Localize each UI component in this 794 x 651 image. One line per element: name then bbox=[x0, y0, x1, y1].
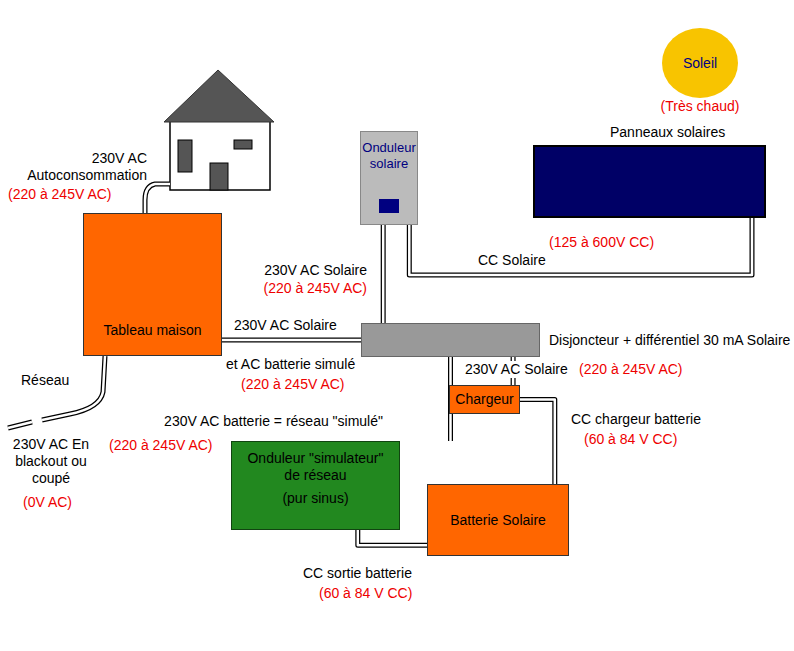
node-text: Soleil bbox=[683, 55, 717, 72]
voltage-range: (60 à 84 V CC) bbox=[318, 585, 413, 602]
voltage-range: (220 à 245V AC) bbox=[7, 186, 113, 203]
cable-stroke bbox=[409, 218, 752, 275]
node-text: Onduleur solaire bbox=[362, 140, 415, 171]
node-caption: (Très chaud) bbox=[661, 98, 740, 115]
cable-core bbox=[145, 184, 170, 213]
edge-label: CC sortie batterie bbox=[302, 565, 413, 582]
house-window bbox=[178, 140, 192, 172]
house-roof bbox=[164, 70, 274, 122]
voltage-range: (220 à 245V AC) bbox=[578, 361, 684, 378]
inverter-display bbox=[379, 199, 399, 213]
voltage-range: (220 à 245V AC) bbox=[108, 437, 214, 454]
cable-connector bbox=[383, 225, 384, 323]
cable-stroke bbox=[382, 225, 385, 323]
edge-label: 230V AC Solaire bbox=[464, 361, 569, 378]
wire-label: et AC batterie simulé bbox=[225, 356, 356, 373]
house-door bbox=[210, 163, 228, 190]
sun-circle: Soleil(Très chaud) bbox=[662, 28, 738, 98]
solar-inverter: Onduleur solaire bbox=[360, 131, 418, 225]
voltage-range: (0V AC) bbox=[22, 494, 73, 511]
node-caption: Panneaux solaires bbox=[610, 124, 725, 141]
node-text: Onduleur "simulateur" de réseau bbox=[240, 450, 391, 484]
cable-stroke bbox=[520, 400, 555, 485]
grid-simulator-inverter: Onduleur "simulateur" de réseau (pur sinu… bbox=[231, 441, 400, 530]
wire-label: 230V AC En blackout ou coupé bbox=[10, 436, 92, 486]
cable-stroke bbox=[409, 218, 752, 275]
node-text: Chargeur bbox=[455, 391, 513, 408]
edge-label: CC Solaire bbox=[477, 252, 547, 269]
cable-stroke bbox=[222, 338, 361, 343]
cable-stroke bbox=[381, 225, 386, 323]
voltage-range: (220 à 245V AC) bbox=[262, 280, 368, 297]
solar-battery: Batterie Solaire bbox=[427, 484, 569, 556]
voltage-range: (125 à 600V CC) bbox=[548, 234, 655, 251]
voltage-range: (220 à 245V AC) bbox=[240, 376, 346, 393]
house bbox=[164, 70, 274, 190]
edge-label: 230V AC batterie = réseau "simulé" bbox=[163, 413, 384, 430]
edge-label: 230V AC Solaire bbox=[263, 262, 368, 279]
breaker-box: Disjoncteur + différentiel 30 mA Solaire bbox=[361, 323, 540, 357]
cable-connector bbox=[409, 218, 752, 275]
node-text: Batterie Solaire bbox=[450, 512, 546, 529]
cable-connector bbox=[358, 530, 427, 545]
cable-outline bbox=[8, 422, 32, 428]
voltage-range: (60 à 84 V CC) bbox=[583, 431, 678, 448]
wire-label: Réseau bbox=[20, 372, 70, 389]
node-caption: Disjoncteur + différentiel 30 mA Solaire bbox=[549, 332, 790, 349]
grid-cable bbox=[8, 356, 105, 428]
cable-connector bbox=[520, 400, 555, 485]
cable-core bbox=[8, 422, 32, 428]
node-text: (pur sinus) bbox=[282, 490, 348, 507]
cable-stroke bbox=[222, 339, 361, 342]
cable-outline bbox=[145, 184, 170, 213]
house-wall bbox=[170, 120, 270, 190]
cable-stroke bbox=[358, 530, 427, 545]
charger-box: Chargeur bbox=[449, 385, 520, 414]
cable-connector bbox=[222, 340, 361, 341]
house-window bbox=[234, 140, 252, 149]
cable-stroke bbox=[520, 400, 555, 485]
edge-label: 230V AC Solaire bbox=[233, 317, 338, 334]
cable-stroke bbox=[358, 530, 427, 545]
edge-label: CC chargeur batterie bbox=[570, 411, 702, 428]
house-cable bbox=[145, 184, 170, 213]
wire-label: 230V AC Autoconsommation bbox=[1, 150, 148, 184]
house-panel: Tableau maison bbox=[83, 213, 222, 356]
solar-panel: Panneaux solaires bbox=[533, 145, 766, 218]
node-text: Tableau maison bbox=[103, 322, 201, 339]
